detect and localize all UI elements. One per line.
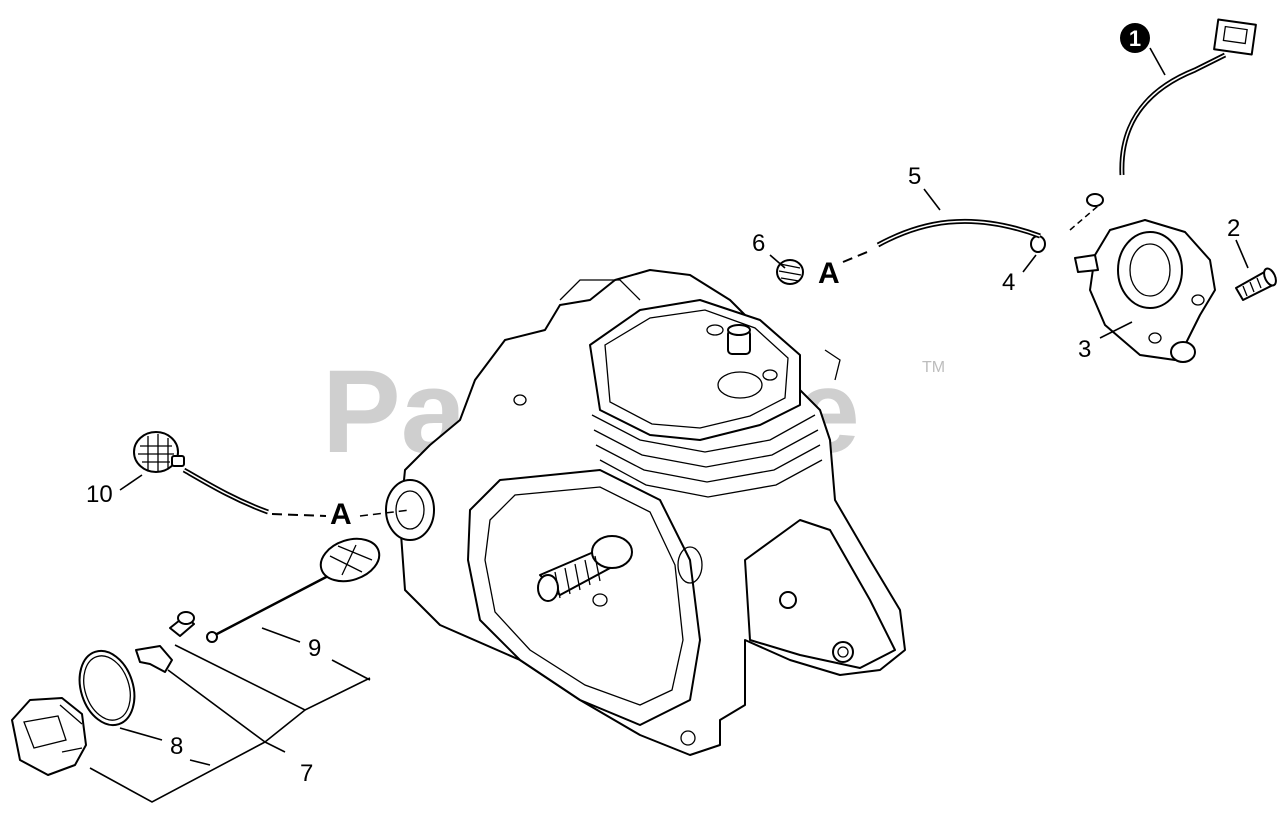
clip-part-7 [135,611,195,673]
oil-filter-part-10 [133,431,269,515]
ref-mark-a-upper: A [818,257,840,290]
ref-mark-a-lower: A [330,498,352,531]
o-ring-part-4 [1030,193,1104,253]
callout-8: 8 [170,733,183,760]
oil-line-part-1 [1119,18,1257,176]
leader-lines [89,47,1249,803]
callout-10: 10 [86,481,113,508]
oil-cap-part-8 [11,649,136,776]
ref-line-a-upper [842,249,873,263]
callout-5: 5 [908,163,921,190]
ref-line-a-lower-left [271,513,327,517]
callout-6: 6 [752,230,765,257]
ref-line-oring [1069,205,1099,231]
callout-3: 3 [1078,336,1091,363]
callout-9: 9 [308,635,321,662]
oil-pump-part-3 [1074,219,1216,363]
callout-1-circle [1120,23,1150,53]
crankcase-assembly [385,269,906,756]
strainer-part-9 [206,537,381,643]
callout-7: 7 [300,760,313,787]
callout-2: 2 [1227,215,1240,242]
callout-4: 4 [1002,269,1015,296]
oil-hose-part-5 [876,218,1041,248]
callout-1: 1 [1129,26,1141,51]
ref-line-a-lower-right [359,509,411,517]
bolt-part-2 [1235,267,1277,301]
watermark-trademark: TM [922,359,945,376]
